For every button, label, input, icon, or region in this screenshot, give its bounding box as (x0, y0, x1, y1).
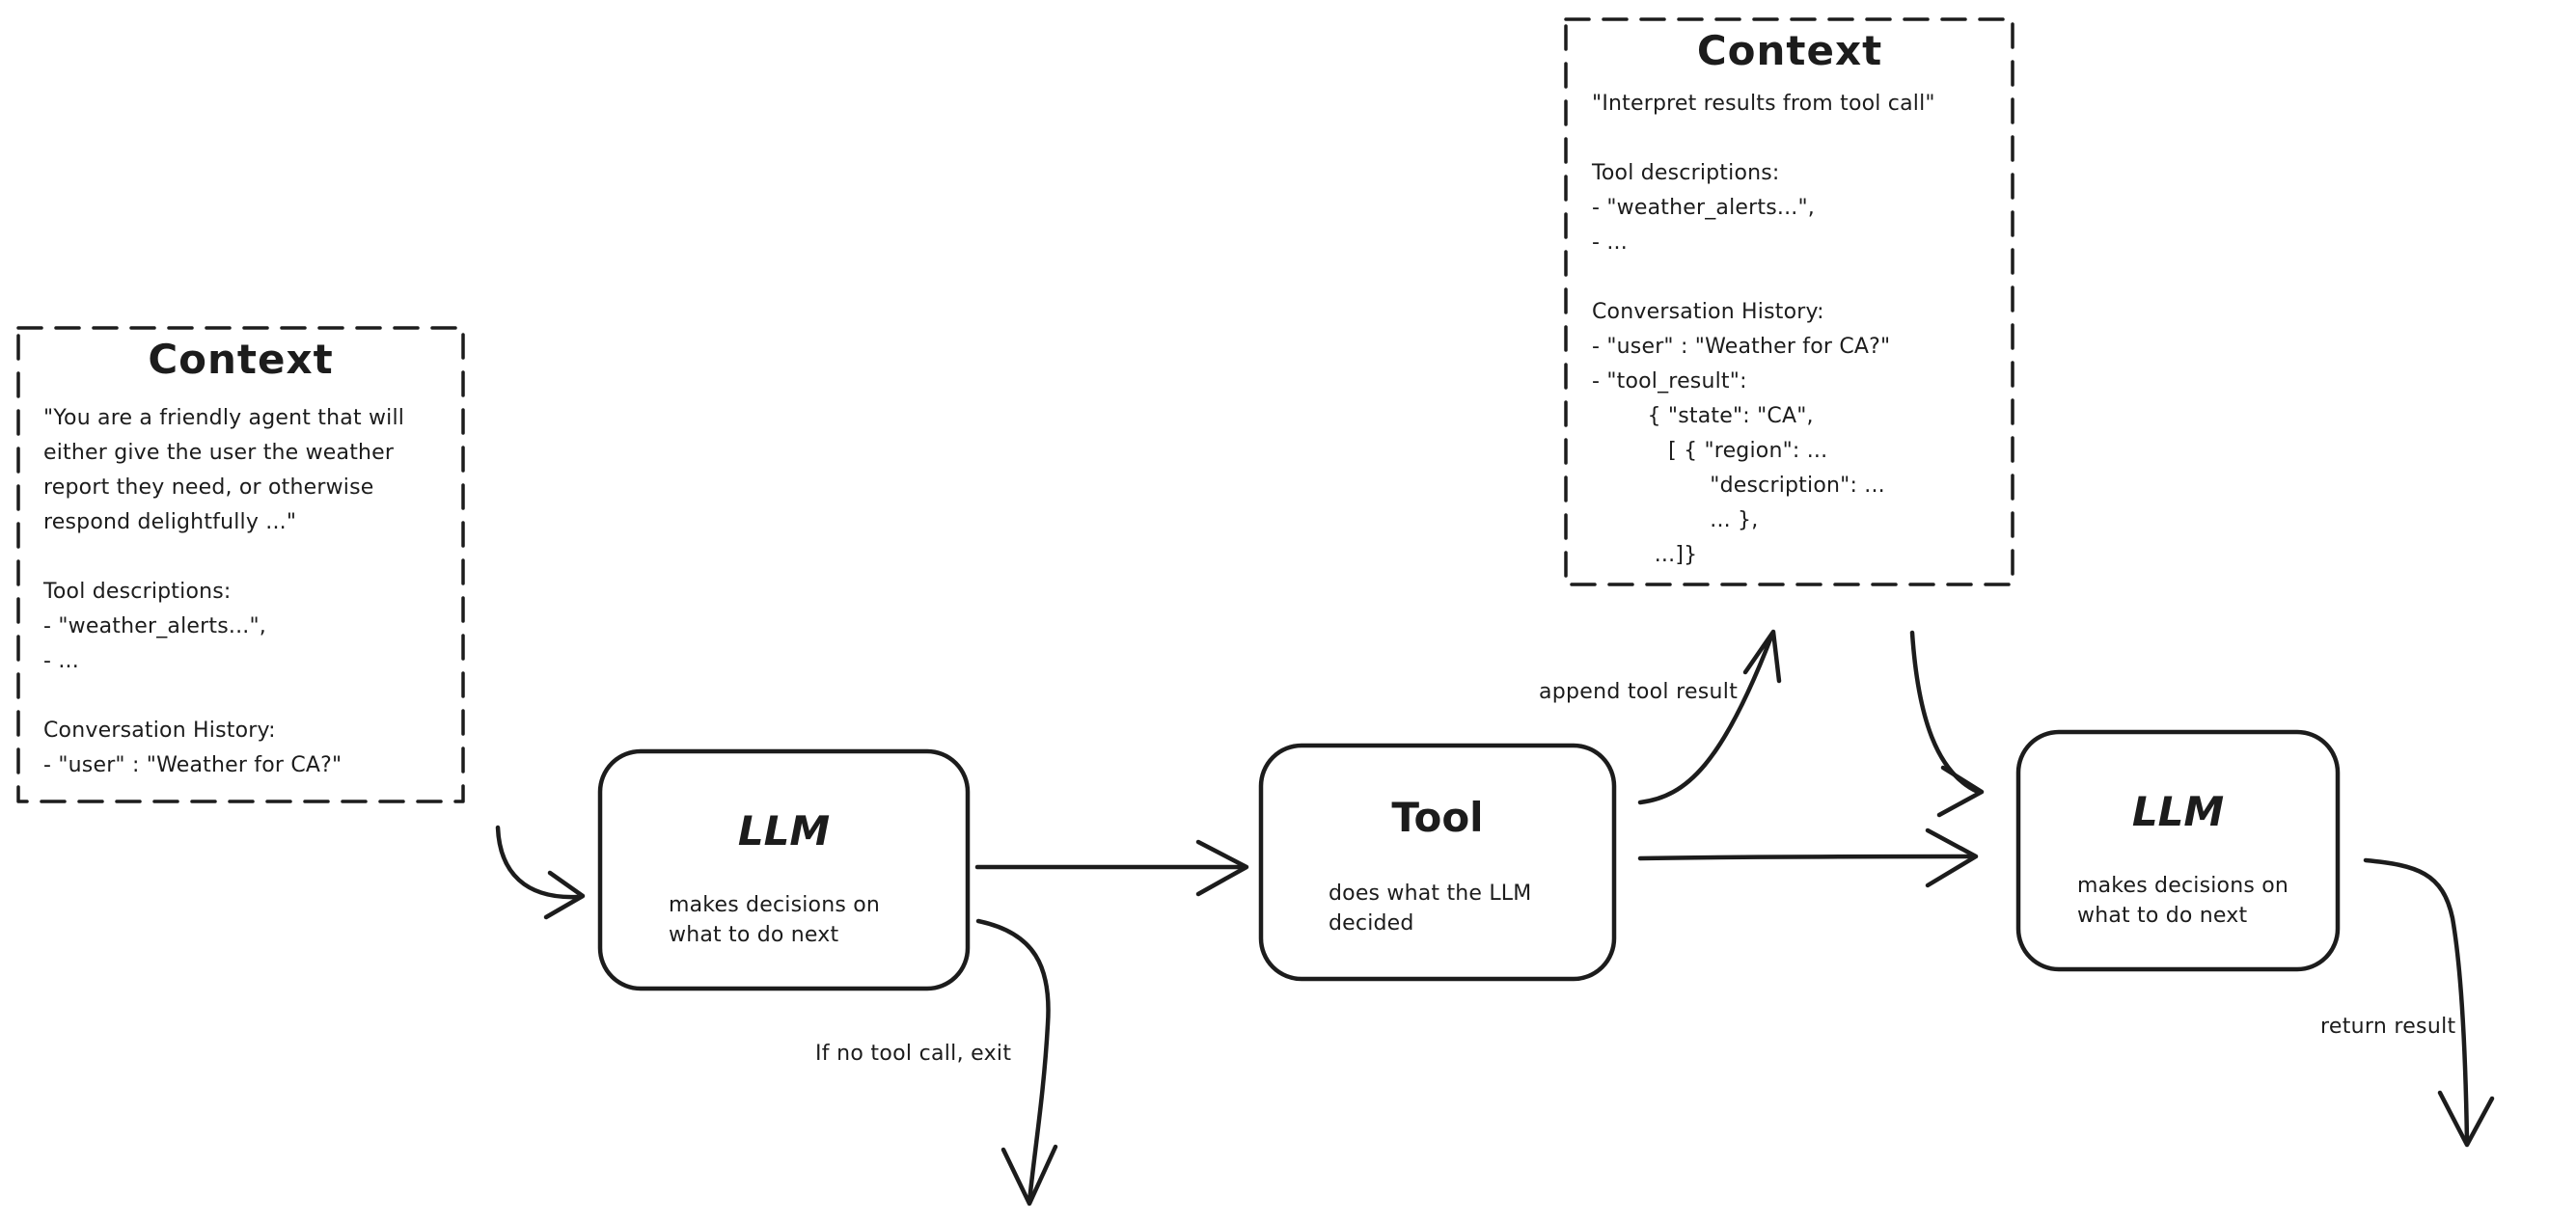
context-line: "description": ... (1592, 474, 1885, 498)
context-line: "You are a friendly agent that will (43, 406, 405, 430)
context-line: - "user" : "Weather for CA?" (1592, 335, 1891, 359)
context-line (1592, 260, 2014, 295)
context-line: Tool descriptions: (43, 580, 232, 604)
llm1-subtitle: makes decisions on what to do next (600, 890, 968, 950)
subtitle-line: decided (1329, 911, 1414, 936)
arrow-context-left-to-llm1[interactable] (495, 825, 586, 920)
context-right-lines: "Interpret results from tool call" Tool … (1565, 87, 2014, 573)
if-no-tool-call-exit-label[interactable]: If no tool call, exit (815, 1042, 1012, 1066)
arrow-tool-to-llm2[interactable] (1637, 828, 1979, 888)
arrow-llm2-return-result[interactable] (2363, 857, 2495, 1148)
context-line: - "tool_result": (1592, 369, 1747, 393)
subtitle-line: what to do next (2077, 904, 2248, 928)
llm2-node[interactable]: LLM makes decisions on what to do next (2018, 732, 2338, 969)
context-line: [ { "region": ... (1592, 439, 1828, 463)
subtitle-line: makes decisions on (669, 893, 881, 917)
context-line: - "user" : "Weather for CA?" (43, 753, 343, 777)
context-line: - ... (1592, 231, 1628, 255)
context-left-lines: "You are a friendly agent that will eithe… (16, 401, 465, 783)
context-line (43, 679, 465, 714)
llm2-node-border[interactable] (2015, 729, 2341, 972)
arrow-context-right-to-llm2[interactable] (1909, 630, 1985, 818)
tool-subtitle: does what the LLM decided (1261, 879, 1614, 938)
context-line: Conversation History: (1592, 300, 1824, 324)
arrow-tool-to-context-right[interactable] (1637, 629, 1782, 805)
subtitle-line: does what the LLM (1329, 882, 1532, 906)
tool-node-border[interactable] (1258, 743, 1617, 982)
append-tool-result-label[interactable]: append tool result (1539, 680, 1739, 704)
context-line: { "state": "CA", (1592, 404, 1814, 428)
arrow-llm1-to-tool[interactable] (974, 839, 1249, 897)
subtitle-line: makes decisions on (2077, 874, 2289, 898)
context-line: ... }, (1592, 508, 1759, 532)
context-line (43, 540, 465, 575)
context-line: respond delightfully ..." (43, 510, 297, 534)
context-right-box[interactable]: Context "Interpret results from tool cal… (1565, 17, 2014, 573)
llm1-node-border[interactable] (597, 748, 971, 991)
context-line: - ... (43, 649, 79, 673)
context-line (1592, 122, 2014, 156)
context-line: Tool descriptions: (1592, 161, 1780, 185)
context-line: ...]} (1592, 543, 1698, 567)
subtitle-line: what to do next (669, 923, 839, 947)
context-left-title: Context (148, 336, 334, 383)
llm1-node[interactable]: LLM makes decisions on what to do next (600, 751, 968, 989)
arrow-llm1-exit[interactable] (975, 918, 1058, 1207)
tool-node[interactable]: Tool does what the LLM decided (1261, 746, 1614, 979)
context-right-border[interactable] (1564, 17, 2014, 586)
context-line: - "weather_alerts...", (1592, 196, 1815, 220)
llm1-title: LLM (737, 807, 831, 855)
context-left-border[interactable] (16, 326, 465, 803)
context-left-box[interactable]: Context "You are a friendly agent that w… (16, 326, 465, 783)
llm2-title: LLM (2131, 788, 2225, 835)
tool-title: Tool (1391, 794, 1484, 841)
context-line: "Interpret results from tool call" (1592, 92, 1935, 116)
return-result-label[interactable]: return result (2320, 1015, 2456, 1039)
llm2-subtitle: makes decisions on what to do next (2018, 871, 2338, 931)
context-line: Conversation History: (43, 719, 276, 743)
context-line: report they need, or otherwise (43, 475, 374, 500)
context-line: either give the user the weather (43, 441, 395, 465)
context-line: - "weather_alerts...", (43, 614, 266, 638)
context-right-title: Context (1696, 27, 1883, 74)
